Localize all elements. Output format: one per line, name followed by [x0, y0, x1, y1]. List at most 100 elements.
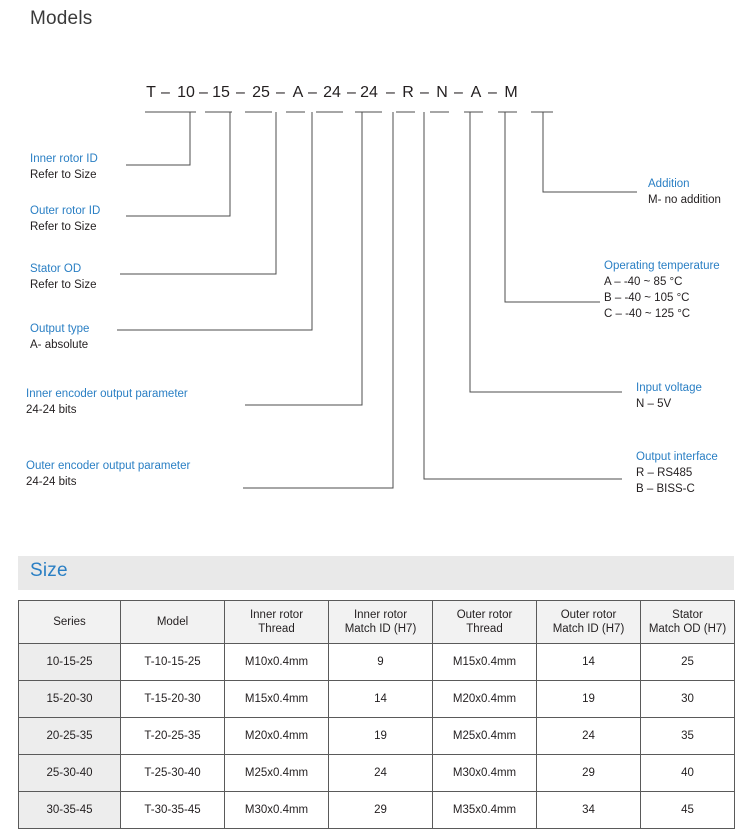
code-segment-3: 15	[212, 84, 230, 101]
callout-heading: Output type	[30, 323, 90, 335]
callout-option: B – BISS-C	[636, 483, 695, 495]
cell-outer-match: 29	[536, 754, 641, 792]
cell-stator-od: 30	[640, 680, 735, 718]
callout-inner-encoder-output-parameter: Inner encoder output parameter 24-24 bit…	[26, 387, 188, 418]
size-section-banner	[18, 556, 734, 590]
code-segment-4: 25	[252, 84, 270, 101]
cell-outer-match: 24	[536, 717, 641, 755]
size-table-body: 10-15-25 T-10-15-25 M10x0.4mm 9 M15x0.4m…	[18, 643, 735, 829]
callout-heading: Outer encoder output parameter	[26, 460, 191, 472]
cell-inner-thread: M15x0.4mm	[224, 680, 329, 718]
code-dash-6: –	[347, 84, 356, 101]
callout-option: R – RS485	[636, 467, 693, 479]
cell-stator-od: 35	[640, 717, 735, 755]
callout-subtext: Refer to Size	[30, 169, 97, 181]
cell-inner-thread: M30x0.4mm	[224, 791, 329, 829]
callout-output-type: Output type A- absolute	[30, 322, 89, 353]
cell-series: 25-30-40	[18, 754, 121, 792]
callout-subtext: 24-24 bits	[26, 404, 77, 416]
table-row: 30-35-45 T-30-35-45 M30x0.4mm 29 M35x0.4…	[18, 791, 735, 829]
code-dash-10: –	[488, 84, 497, 101]
callout-heading: Stator OD	[30, 263, 82, 275]
callout-outer-rotor-id: Outer rotor ID Refer to Size	[30, 204, 100, 235]
cell-model: T-15-20-30	[120, 680, 225, 718]
cell-inner-match: 29	[328, 791, 433, 829]
code-dash-8: –	[420, 84, 429, 101]
section-title-size: Size	[30, 560, 68, 581]
cell-model: T-30-35-45	[120, 791, 225, 829]
cell-series: 30-35-45	[18, 791, 121, 829]
code-segment-2: 10	[177, 84, 195, 101]
callout-heading: Input voltage	[636, 382, 702, 394]
cell-inner-thread: M20x0.4mm	[224, 717, 329, 755]
code-segment-1: T	[146, 84, 156, 101]
code-dash-9: –	[454, 84, 463, 101]
callout-subtext: A- absolute	[30, 339, 89, 351]
cell-inner-thread: M10x0.4mm	[224, 643, 329, 681]
callout-addition: Addition M- no addition	[648, 177, 721, 208]
cell-outer-match: 34	[536, 791, 641, 829]
cell-outer-thread: M30x0.4mm	[432, 754, 537, 792]
cell-outer-match: 14	[536, 643, 641, 681]
callout-option: B – -40 ~ 105 °C	[604, 292, 690, 304]
cell-model: T-25-30-40	[120, 754, 225, 792]
cell-outer-thread: M20x0.4mm	[432, 680, 537, 718]
callout-subtext: Refer to Size	[30, 221, 97, 233]
callout-operating-temperature: Operating temperature A – -40 ~ 85 °C B …	[604, 259, 720, 322]
code-dash-2: –	[199, 84, 208, 101]
code-segment-8: R	[402, 84, 414, 101]
callout-option: M- no addition	[648, 194, 721, 206]
code-segment-9: N	[436, 84, 448, 101]
code-dash-4: –	[276, 84, 285, 101]
code-segment-5: A	[292, 84, 304, 101]
code-segment-11: M	[504, 84, 518, 101]
callout-subtext: 24-24 bits	[26, 476, 77, 488]
callout-input-voltage: Input voltage N – 5V	[636, 381, 702, 412]
cell-stator-od: 45	[640, 791, 735, 829]
callout-heading: Output interface	[636, 451, 718, 463]
table-row: 20-25-35 T-20-25-35 M20x0.4mm 19 M25x0.4…	[18, 717, 735, 755]
column-header-series: Series	[18, 600, 121, 644]
cell-inner-match: 9	[328, 643, 433, 681]
code-segment-7: 24	[360, 84, 378, 101]
model-code-row: T – 10 – 15 – 25 – A – 24 – 24 – R – N –…	[0, 84, 750, 110]
callout-subtext: Refer to Size	[30, 279, 97, 291]
cell-outer-thread: M15x0.4mm	[432, 643, 537, 681]
cell-series: 10-15-25	[18, 643, 121, 681]
cell-inner-match: 14	[328, 680, 433, 718]
page-title-models: Models	[30, 8, 93, 29]
code-dash-5: –	[308, 84, 317, 101]
cell-inner-thread: M25x0.4mm	[224, 754, 329, 792]
callout-heading: Inner encoder output parameter	[26, 388, 188, 400]
cell-inner-match: 24	[328, 754, 433, 792]
cell-stator-od: 25	[640, 643, 735, 681]
code-dash-7: –	[386, 84, 395, 101]
table-row: 15-20-30 T-15-20-30 M15x0.4mm 14 M20x0.4…	[18, 680, 735, 718]
table-row: 10-15-25 T-10-15-25 M10x0.4mm 9 M15x0.4m…	[18, 643, 735, 681]
model-code-leader-diagram	[117, 111, 637, 489]
cell-model: T-10-15-25	[120, 643, 225, 681]
code-segment-6: 24	[323, 84, 341, 101]
cell-series: 15-20-30	[18, 680, 121, 718]
column-header-model: Model	[120, 600, 225, 644]
code-dash-1: –	[161, 84, 170, 101]
callout-outer-encoder-output-parameter: Outer encoder output parameter 24-24 bit…	[26, 459, 190, 490]
code-segment-10: A	[470, 84, 482, 101]
callout-output-interface: Output interface R – RS485 B – BISS-C	[636, 450, 718, 497]
callout-option: A – -40 ~ 85 °C	[604, 276, 683, 288]
cell-outer-thread: M35x0.4mm	[432, 791, 537, 829]
code-dash-3: –	[236, 84, 245, 101]
callout-option: C – -40 ~ 125 °C	[604, 308, 691, 320]
cell-series: 20-25-35	[18, 717, 121, 755]
cell-outer-match: 19	[536, 680, 641, 718]
cell-stator-od: 40	[640, 754, 735, 792]
callout-option: N – 5V	[636, 398, 672, 410]
cell-outer-thread: M25x0.4mm	[432, 717, 537, 755]
callout-heading: Addition	[648, 178, 690, 190]
